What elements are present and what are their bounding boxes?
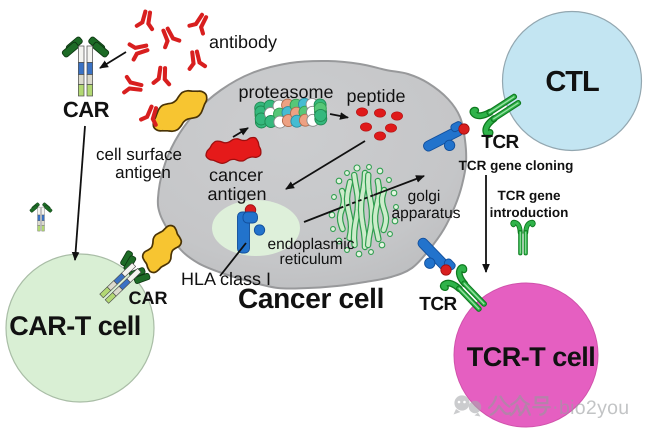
svg-text:TCR gene cloning: TCR gene cloning	[459, 158, 574, 173]
svg-text:TCR: TCR	[481, 132, 519, 153]
svg-text:introduction: introduction	[490, 205, 569, 220]
svg-text:CAR: CAR	[129, 288, 168, 308]
svg-text:HLA class I: HLA class I	[181, 269, 271, 289]
svg-text:Cancer cell: Cancer cell	[238, 283, 384, 314]
svg-text:CTL: CTL	[545, 66, 599, 98]
svg-text:TCR: TCR	[419, 294, 457, 315]
svg-text:CAR-T cell: CAR-T cell	[9, 311, 141, 341]
svg-text:bio2you: bio2you	[559, 397, 629, 419]
svg-text:CAR: CAR	[63, 97, 110, 122]
svg-text:apparatus: apparatus	[392, 205, 461, 222]
svg-text:antigen: antigen	[115, 163, 171, 182]
svg-text:TCR gene: TCR gene	[497, 188, 560, 203]
svg-text:cancer: cancer	[209, 165, 263, 185]
svg-text:antigen: antigen	[207, 184, 266, 204]
svg-text:antibody: antibody	[209, 32, 277, 52]
svg-text:TCR-T cell: TCR-T cell	[467, 342, 596, 372]
svg-text:proteasome: proteasome	[238, 82, 333, 102]
svg-text:golgi: golgi	[408, 188, 441, 205]
svg-text:endoplasmic: endoplasmic	[267, 236, 354, 253]
svg-text:peptide: peptide	[346, 86, 405, 106]
svg-text:·: ·	[552, 396, 559, 418]
svg-text:reticulum: reticulum	[280, 251, 343, 268]
svg-text:cell surface: cell surface	[96, 145, 182, 164]
